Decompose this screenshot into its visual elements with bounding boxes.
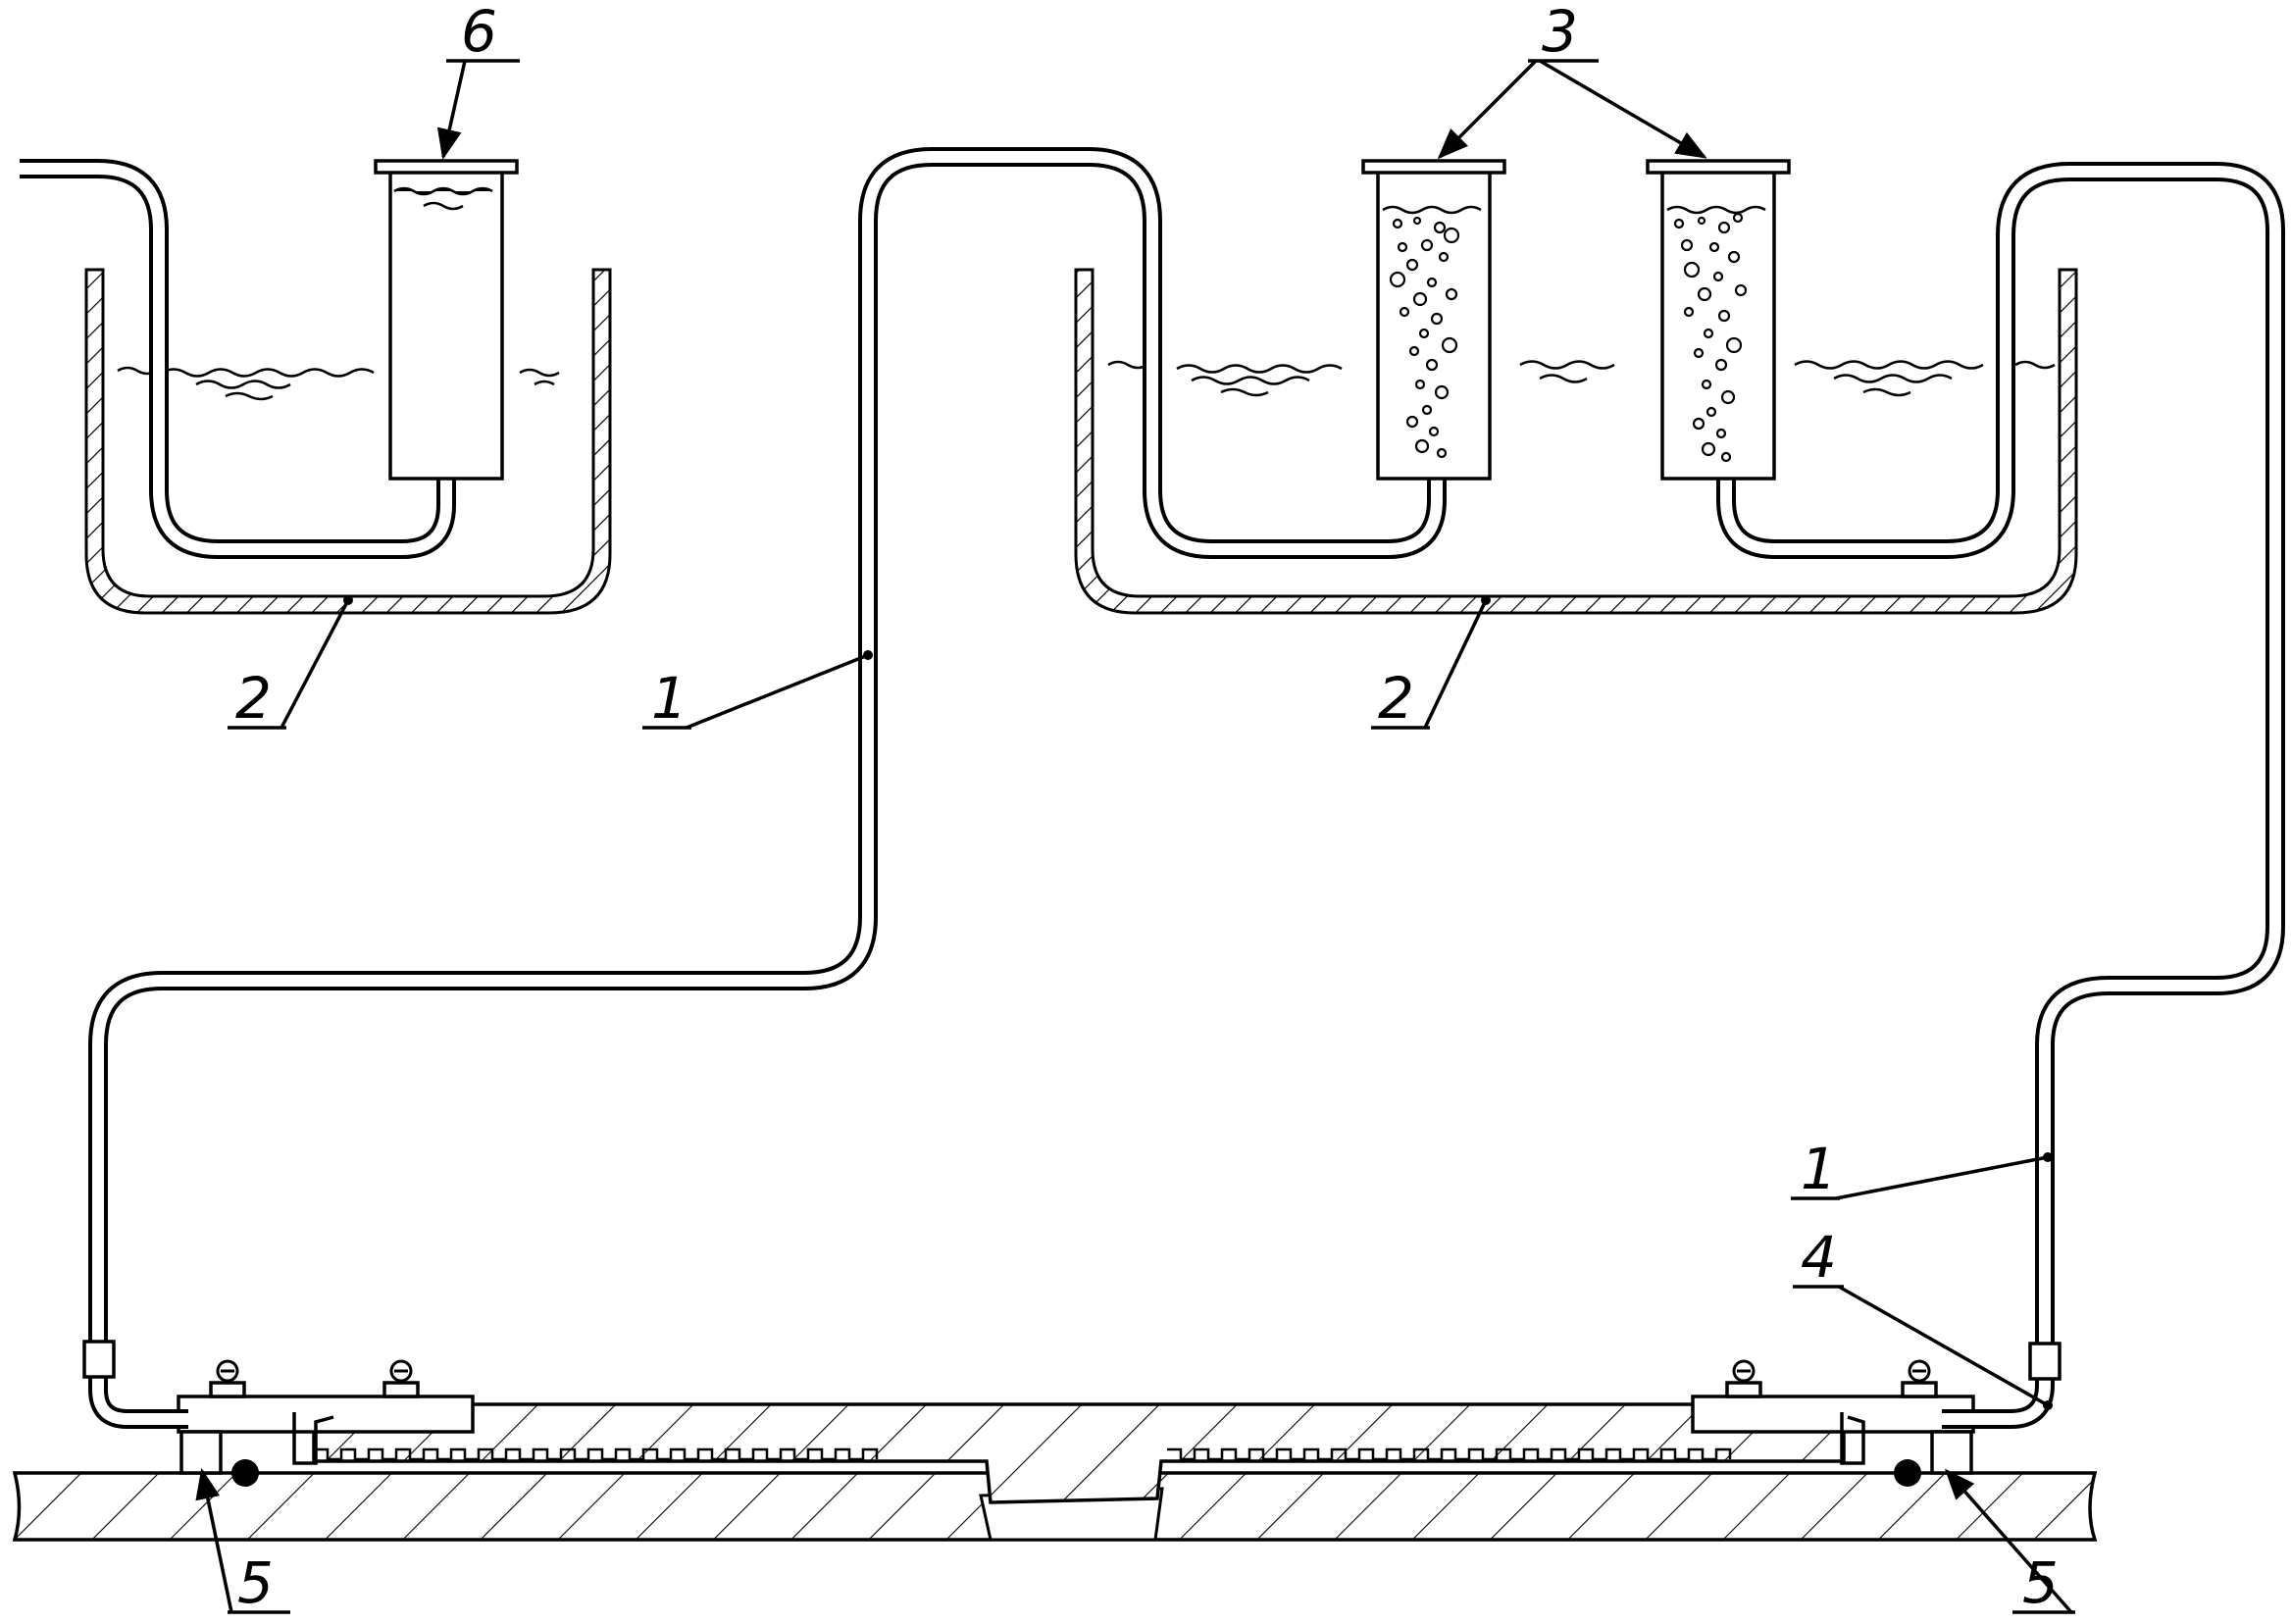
water-surface: [1107, 360, 2056, 397]
label-bath-right: 2: [1378, 665, 1414, 732]
screw-icon: [382, 1359, 420, 1398]
screw-icon: [1901, 1359, 1938, 1398]
bath-right: [1074, 159, 2078, 615]
label-inlet-vessel: 6: [461, 0, 497, 65]
right-clamp: [1691, 1359, 1975, 1487]
screw-icon: [209, 1359, 246, 1398]
screw-icon: [1725, 1359, 1762, 1398]
leaders: [195, 59, 2075, 1614]
test-vessel-right: [1646, 159, 1791, 481]
label-vessels: 3: [1542, 0, 1578, 65]
label-seal-left: 5: [237, 1549, 274, 1616]
bath-left: [20, 159, 612, 615]
tube-coupling: [2028, 1342, 2062, 1381]
test-vessel-left: [1361, 159, 1506, 481]
label-tube-upper: 1: [651, 665, 687, 732]
gas-bubbles: [1389, 216, 1460, 459]
label-tube-lower: 1: [1801, 1136, 1837, 1202]
inlet-vessel: [374, 159, 519, 481]
gas-bubbles: [1673, 212, 1748, 463]
left-clamp: [177, 1359, 475, 1487]
label-bath-left: 2: [235, 665, 272, 732]
label-joint: 4: [1801, 1224, 1837, 1291]
label-seal-right: 5: [2022, 1549, 2059, 1616]
tube-coupling: [82, 1340, 116, 1379]
